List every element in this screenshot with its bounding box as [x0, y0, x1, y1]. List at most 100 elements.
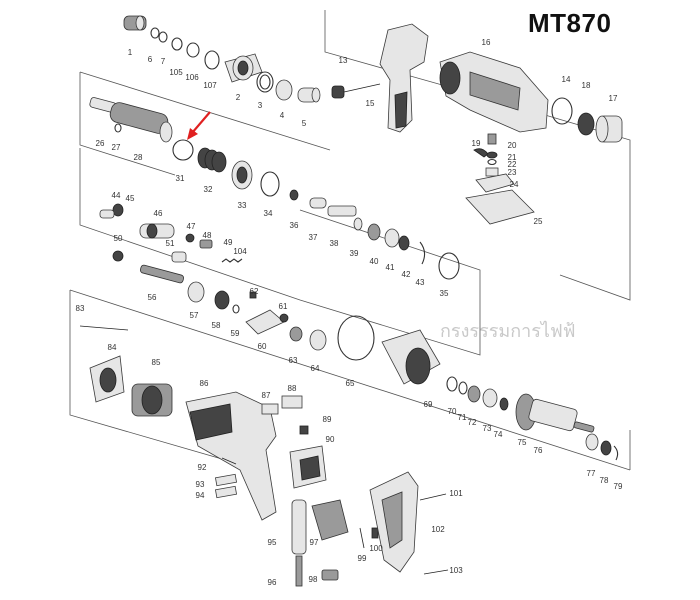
callout-7: 7: [161, 57, 166, 66]
frame-housing-top: [69, 289, 631, 471]
part-25: [465, 189, 535, 225]
part-39: [353, 217, 363, 231]
part-57: [187, 281, 205, 303]
callout-99: 99: [358, 554, 367, 563]
part-45: [99, 209, 115, 219]
callout-46: 46: [154, 209, 163, 218]
part-18: [577, 112, 595, 136]
callout-38: 38: [330, 239, 339, 248]
part-69: [381, 329, 441, 385]
callout-96: 96: [268, 578, 277, 587]
part-32: [197, 147, 227, 173]
callout-78: 78: [600, 476, 609, 485]
callout-23: 23: [508, 168, 517, 177]
callout-45: 45: [126, 194, 135, 203]
callout-3: 3: [258, 101, 263, 110]
part-44: [112, 203, 124, 217]
callout-62: 62: [250, 287, 259, 296]
callout-104: 104: [233, 247, 247, 256]
part-107: [204, 50, 220, 70]
callout-94: 94: [196, 491, 205, 500]
switch-small-parts: [465, 133, 535, 225]
part-65: [337, 315, 375, 361]
callout-100: 100: [369, 544, 383, 553]
highlight-arrow: [187, 111, 211, 140]
callout-73: 73: [483, 424, 492, 433]
part-99: [359, 527, 365, 549]
callout-97: 97: [310, 538, 319, 547]
callout-65: 65: [346, 379, 355, 388]
part-98: [321, 569, 339, 581]
callout-77: 77: [587, 469, 596, 478]
callout-34: 34: [264, 209, 273, 218]
callout-35: 35: [440, 289, 449, 298]
callout-39: 39: [350, 249, 359, 258]
chuck-parts: [123, 15, 321, 103]
callout-57: 57: [190, 311, 199, 320]
callout-88: 88: [288, 384, 297, 393]
part-24: [475, 173, 515, 193]
callout-95: 95: [268, 538, 277, 547]
callout-40: 40: [370, 257, 379, 266]
part-51: [171, 251, 187, 263]
callout-41: 41: [386, 263, 395, 272]
part-49: [221, 258, 243, 263]
callout-89: 89: [323, 415, 332, 424]
callout-93: 93: [196, 480, 205, 489]
part-35: [438, 252, 460, 280]
part-59: [232, 304, 240, 314]
shaft-section-parts: [99, 203, 257, 314]
callout-31: 31: [176, 174, 185, 183]
part-27: [114, 123, 122, 133]
callout-58: 58: [212, 321, 221, 330]
part-7: [158, 31, 168, 43]
callout-16: 16: [482, 38, 491, 47]
callout-90: 90: [326, 435, 335, 444]
part-103: [423, 569, 449, 575]
part-75-76-armature: [515, 393, 595, 433]
callout-26: 26: [96, 139, 105, 148]
housing-parts: [79, 325, 449, 587]
callout-4: 4: [280, 111, 285, 120]
part-19: [473, 148, 489, 158]
callout-48: 48: [203, 231, 212, 240]
callout-14: 14: [562, 75, 571, 84]
callout-1: 1: [128, 48, 133, 57]
callout-59: 59: [231, 329, 240, 338]
callout-37: 37: [309, 233, 318, 242]
callout-106: 106: [185, 73, 199, 82]
part-48: [199, 239, 213, 249]
callout-24: 24: [510, 180, 519, 189]
part-34: [260, 171, 280, 197]
callout-103: 103: [449, 566, 463, 575]
part-95: [291, 499, 307, 555]
part-3: [256, 71, 274, 93]
callout-50: 50: [114, 234, 123, 243]
part-22: [487, 158, 497, 166]
callout-71: 71: [458, 413, 467, 422]
callout-83: 83: [76, 304, 85, 313]
callout-47: 47: [187, 222, 196, 231]
callout-6: 6: [148, 55, 153, 64]
part-97: [311, 499, 349, 541]
part-64: [309, 329, 327, 351]
callout-2: 2: [236, 93, 241, 102]
part-101: [419, 493, 447, 501]
callout-15: 15: [366, 99, 375, 108]
frame-barrel-top: [79, 71, 331, 151]
part-61: [279, 313, 289, 323]
callout-17: 17: [609, 94, 618, 103]
callout-44: 44: [112, 191, 121, 200]
part-88: [281, 395, 303, 409]
part-21: [486, 151, 498, 159]
part-46: [139, 223, 175, 239]
callout-98: 98: [309, 575, 318, 584]
side-handle: [331, 23, 429, 133]
part-38: [327, 205, 357, 217]
part-106: [186, 42, 200, 58]
part-96: [295, 555, 303, 587]
part-5: [297, 87, 321, 103]
part-14: [551, 97, 573, 125]
part-105: [171, 37, 183, 51]
